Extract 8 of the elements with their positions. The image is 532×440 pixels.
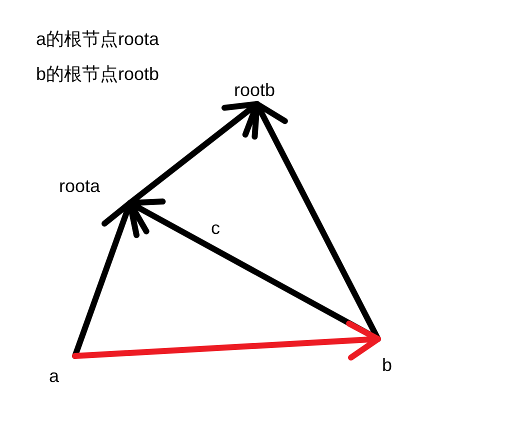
vertex-label: a: [49, 367, 60, 385]
note-text: a的根节点roota: [36, 30, 160, 48]
vertex-label: roota: [59, 177, 100, 195]
vertex-label: rootb: [234, 81, 276, 99]
vertex-label: b: [382, 356, 392, 374]
note-text: b的根节点rootb: [36, 65, 160, 83]
arrow: [72, 320, 381, 361]
edge-label: c: [211, 219, 220, 237]
